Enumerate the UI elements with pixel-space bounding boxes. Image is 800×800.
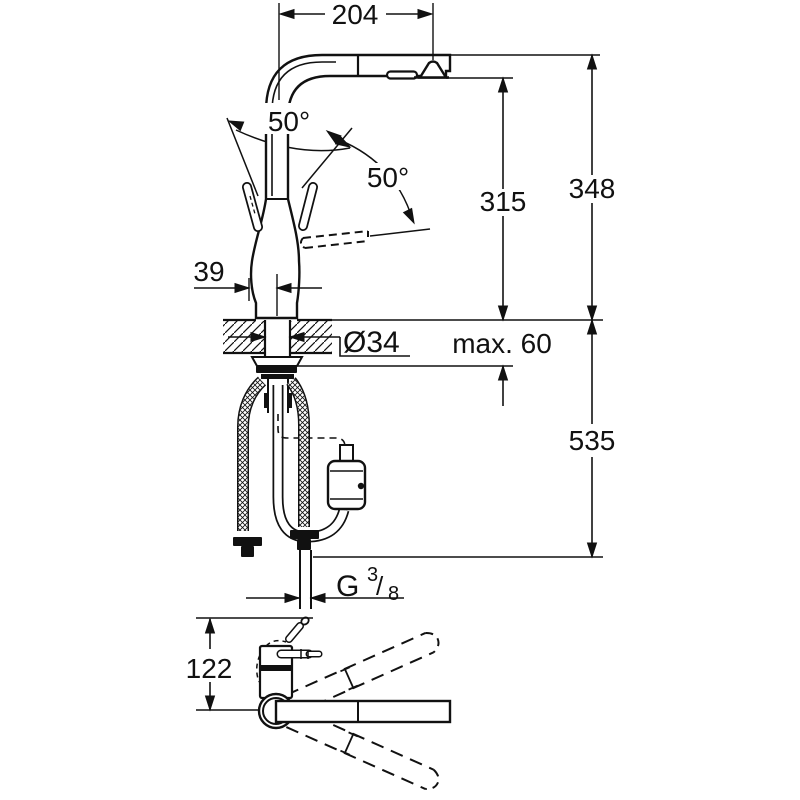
dim-hole-diameter-label: Ø34 [343, 326, 400, 359]
thread-numerator-label: 3 [367, 564, 378, 586]
label-backing [258, 103, 318, 134]
dimension-315 [446, 77, 513, 321]
handle-lever-up-position [298, 182, 318, 231]
dimension-hole-diameter [228, 332, 410, 357]
dimension-max60 [298, 365, 513, 406]
label-backing [361, 163, 417, 190]
dim-315-label: 315 [480, 186, 527, 217]
dimension-122 [196, 617, 313, 711]
thread-g-label: G [336, 570, 359, 603]
thread-denominator-label: 8 [388, 583, 399, 605]
supply-hose-left [233, 376, 267, 557]
dim-max60-label: max. 60 [452, 328, 552, 359]
dim-50deg-back-label: 50° [367, 162, 409, 193]
dim-535-label: 535 [569, 425, 616, 456]
dim-50deg-front-label: 50° [268, 106, 310, 137]
dimension-thread [246, 593, 404, 603]
spray-nozzle [417, 60, 449, 79]
bottom-view [256, 616, 452, 790]
spray-button [385, 70, 419, 80]
mounting-hardware [250, 356, 304, 413]
dimension-535 [313, 319, 603, 558]
dim-39-label: 39 [193, 256, 224, 287]
spout-plan-view [274, 699, 452, 724]
handle-lever-back-position-dashed [299, 230, 369, 249]
dimension-39 [194, 274, 322, 316]
supply-hose-right [286, 377, 319, 609]
dim-122-label: 122 [186, 653, 233, 684]
handle-lever-forward-position [242, 182, 263, 232]
dim-348-label: 348 [569, 173, 616, 204]
handle-angle-references [226, 116, 431, 237]
hose-weight [326, 444, 367, 511]
spout-body-outline [249, 53, 452, 320]
thread-slash: / [376, 571, 384, 601]
dimension-348 [450, 54, 600, 321]
faucet-body-side-view [249, 53, 452, 320]
thread-size-label: G 3 / 8 [336, 564, 399, 605]
dimension-204 [278, 3, 434, 100]
dim-204-label: 204 [332, 0, 379, 30]
handle-plan-view [256, 616, 323, 700]
